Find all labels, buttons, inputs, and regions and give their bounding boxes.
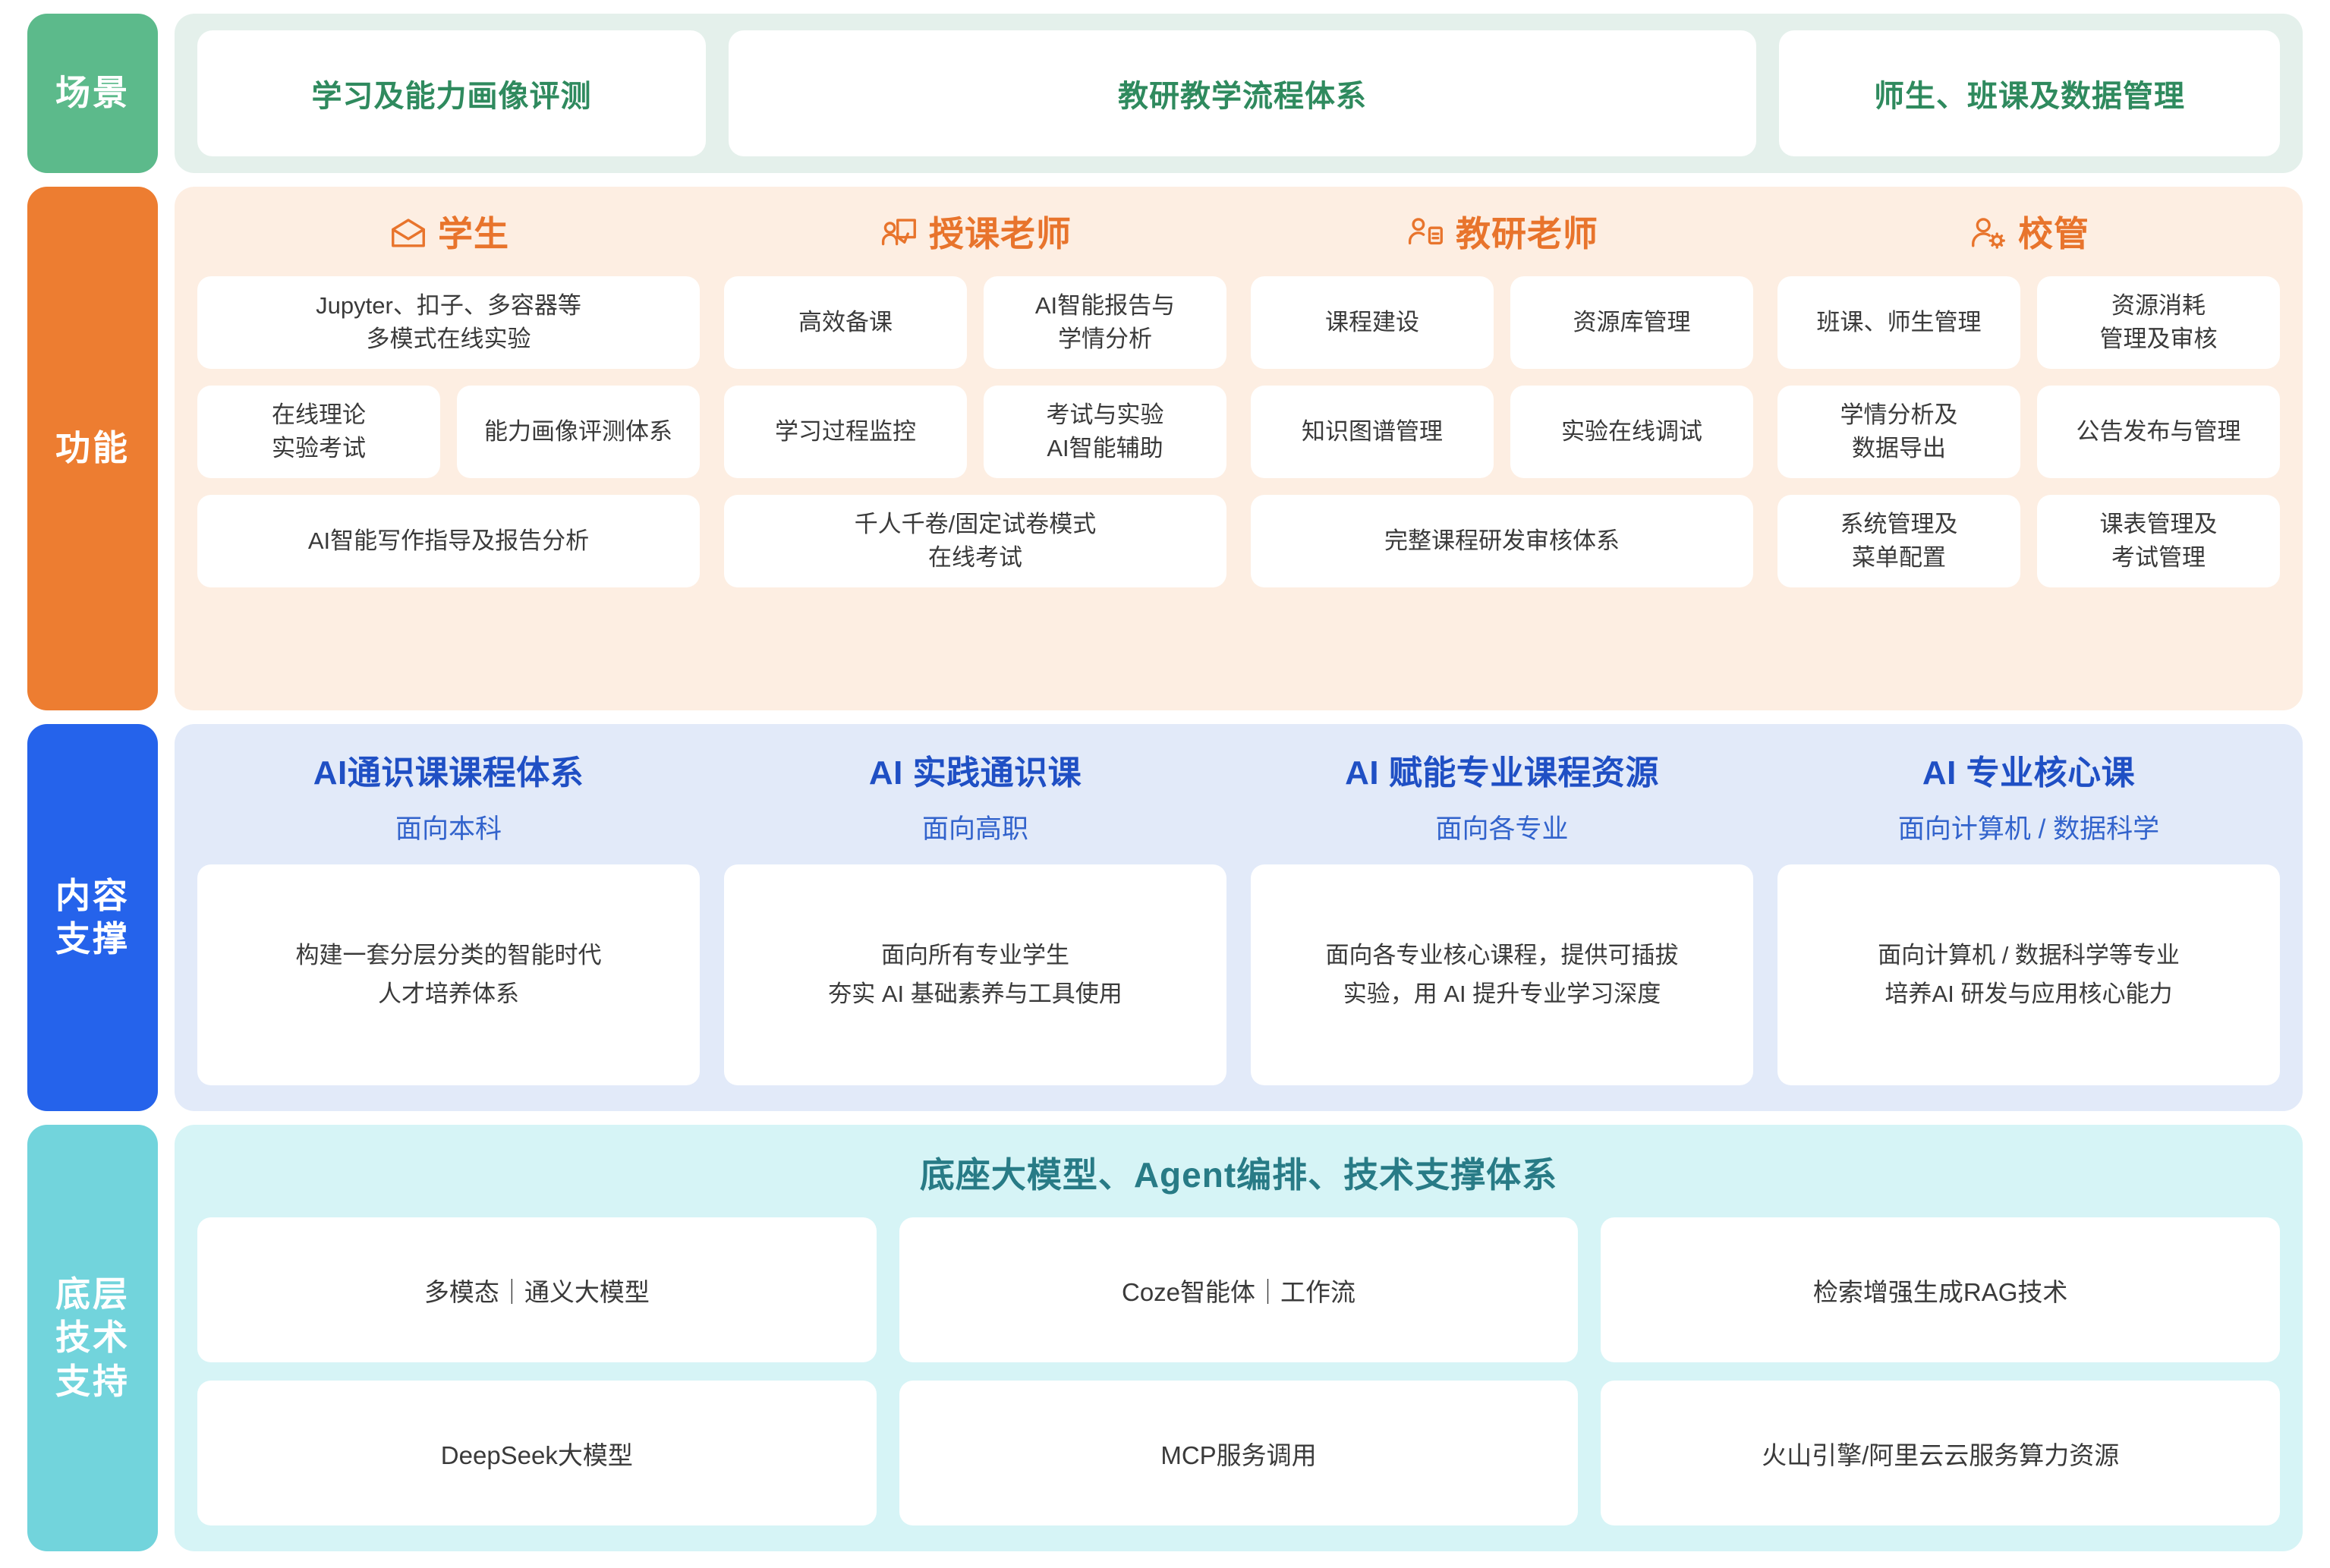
function-card-line: 班课、师生管理 资源消耗管理及审核 bbox=[1777, 276, 2280, 369]
function-card[interactable]: 千人千卷/固定试卷模式在线考试 bbox=[724, 495, 1226, 587]
function-column-header: 授课老师 bbox=[724, 206, 1226, 261]
content-column-card[interactable]: 构建一套分层分类的智能时代人才培养体系 bbox=[197, 864, 700, 1085]
content-column-subtitle: 面向计算机 / 数据科学 bbox=[1897, 814, 2160, 844]
function-card[interactable]: 实验在线调试 bbox=[1510, 386, 1753, 478]
content-column-title: AI 专业核心课 bbox=[1922, 754, 2136, 792]
content-column-card[interactable]: 面向各专业核心课程，提供可插拔实验，用 AI 提升专业学习深度 bbox=[1251, 864, 1753, 1085]
tech-card-grid: 多模态｜通义大模型 Coze智能体｜工作流 检索增强生成RAG技术 DeepSe… bbox=[197, 1217, 2281, 1525]
content-support-panel: AI通识课课程体系 面向本科 构建一套分层分类的智能时代人才培养体系 AI 实践… bbox=[175, 724, 2303, 1111]
function-column-header: 教研老师 bbox=[1251, 206, 1753, 261]
function-column-researcher: 教研老师 课程建设 资源库管理 知识图谱管理 实验在线调试 完整课程研发审核体系 bbox=[1251, 206, 1753, 688]
graduation-cap-icon bbox=[392, 219, 425, 247]
content-column-card[interactable]: 面向计算机 / 数据科学等专业培养AI 研发与应用核心能力 bbox=[1777, 864, 2280, 1085]
tech-card[interactable]: 多模态｜通义大模型 bbox=[197, 1217, 877, 1362]
function-card[interactable]: AI智能写作指导及报告分析 bbox=[197, 495, 700, 587]
content-support-column: AI通识课课程体系 面向本科 构建一套分层分类的智能时代人才培养体系 bbox=[197, 745, 700, 1085]
function-card-grid: 班课、师生管理 资源消耗管理及审核 学情分析及数据导出 公告发布与管理 系统管理… bbox=[1777, 276, 2280, 688]
function-card[interactable]: Jupyter、扣子、多容器等多模式在线实验 bbox=[197, 276, 700, 369]
tech-support-title: 底座大模型、Agent编排、技术支撑体系 bbox=[919, 1155, 1558, 1195]
scene-row-label: 场景 bbox=[27, 14, 158, 173]
function-card-line: 千人千卷/固定试卷模式在线考试 bbox=[724, 495, 1226, 587]
function-card-line: 知识图谱管理 实验在线调试 bbox=[1251, 386, 1753, 478]
function-card[interactable]: 学习过程监控 bbox=[724, 386, 967, 478]
person-gear-icon bbox=[1972, 218, 2005, 249]
content-column-subtitle: 面向各专业 bbox=[1435, 814, 1569, 844]
tech-card[interactable]: MCP服务调用 bbox=[899, 1381, 1579, 1525]
function-card-line: 课程建设 资源库管理 bbox=[1251, 276, 1753, 369]
function-card[interactable]: 知识图谱管理 bbox=[1251, 386, 1494, 478]
tech-support-panel: 底座大模型、Agent编排、技术支撑体系 多模态｜通义大模型 Coze智能体｜工… bbox=[175, 1125, 2303, 1551]
function-card[interactable]: 资源库管理 bbox=[1510, 276, 1753, 369]
function-card-line: 系统管理及菜单配置 课表管理及考试管理 bbox=[1777, 495, 2280, 587]
function-column-student: 学生 Jupyter、扣子、多容器等多模式在线实验 在线理论实验考试 能力画像评… bbox=[197, 206, 700, 688]
content-support-row: 内容支撑 AI通识课课程体系 面向本科 构建一套分层分类的智能时代人才培养体系 … bbox=[27, 724, 2303, 1111]
function-card-grid: Jupyter、扣子、多容器等多模式在线实验 在线理论实验考试 能力画像评测体系… bbox=[197, 276, 700, 688]
content-support-column: AI 专业核心课 面向计算机 / 数据科学 面向计算机 / 数据科学等专业培养A… bbox=[1777, 745, 2280, 1085]
tech-card[interactable]: 检索增强生成RAG技术 bbox=[1601, 1217, 2281, 1362]
function-panel: 学生 Jupyter、扣子、多容器等多模式在线实验 在线理论实验考试 能力画像评… bbox=[175, 187, 2303, 710]
function-card[interactable]: 课表管理及考试管理 bbox=[2037, 495, 2280, 587]
content-support-column: AI 赋能专业课程资源 面向各专业 面向各专业核心课程，提供可插拔实验，用 AI… bbox=[1251, 745, 1753, 1085]
person-document-icon bbox=[1408, 218, 1443, 245]
function-card-line: Jupyter、扣子、多容器等多模式在线实验 bbox=[197, 276, 700, 369]
content-column-title: AI通识课课程体系 bbox=[313, 754, 584, 792]
function-card[interactable]: 公告发布与管理 bbox=[2037, 386, 2280, 478]
content-column-subtitle: 面向本科 bbox=[395, 814, 502, 844]
content-column-title: AI 赋能专业课程资源 bbox=[1345, 754, 1659, 792]
function-column-admin: 校管 班课、师生管理 资源消耗管理及审核 学情分析及数据导出 公告发布与管理 系… bbox=[1777, 206, 2280, 688]
function-row-label: 功能 bbox=[27, 187, 158, 710]
content-column-subtitle: 面向高职 bbox=[921, 814, 1028, 844]
function-card[interactable]: 高效备课 bbox=[724, 276, 967, 369]
tech-support-row-label: 底层技术支持 bbox=[27, 1125, 158, 1551]
content-support-row-label: 内容支撑 bbox=[27, 724, 158, 1111]
function-card[interactable]: 资源消耗管理及审核 bbox=[2037, 276, 2280, 369]
scene-row: 场景 学习及能力画像评测 教研教学流程体系 师生、班课及数据管理 bbox=[27, 14, 2303, 173]
tech-card-line: DeepSeek大模型 MCP服务调用 火山引擎/阿里云云服务算力资源 bbox=[197, 1381, 2281, 1525]
tech-card[interactable]: Coze智能体｜工作流 bbox=[899, 1217, 1579, 1362]
function-card[interactable]: AI智能报告与学情分析 bbox=[984, 276, 1226, 369]
scene-panel: 学习及能力画像评测 教研教学流程体系 师生、班课及数据管理 bbox=[175, 14, 2303, 173]
function-card[interactable]: 系统管理及菜单配置 bbox=[1777, 495, 2020, 587]
function-card-grid: 课程建设 资源库管理 知识图谱管理 实验在线调试 完整课程研发审核体系 bbox=[1251, 276, 1753, 688]
function-card-line: 高效备课 AI智能报告与学情分析 bbox=[724, 276, 1226, 369]
function-card[interactable]: 学情分析及数据导出 bbox=[1777, 386, 2020, 478]
function-column-title: 学生 bbox=[438, 214, 509, 253]
content-support-column: AI 实践通识课 面向高职 面向所有专业学生夯实 AI 基础素养与工具使用 bbox=[724, 745, 1226, 1085]
tech-card[interactable]: DeepSeek大模型 bbox=[197, 1381, 877, 1525]
function-column-header: 校管 bbox=[1777, 206, 2280, 261]
tech-support-row: 底层技术支持 底座大模型、Agent编排、技术支撑体系 多模态｜通义大模型 Co… bbox=[27, 1125, 2303, 1551]
tech-card-line: 多模态｜通义大模型 Coze智能体｜工作流 检索增强生成RAG技术 bbox=[197, 1217, 2281, 1362]
scene-card[interactable]: 学习及能力画像评测 bbox=[197, 30, 706, 156]
tech-card[interactable]: 火山引擎/阿里云云服务算力资源 bbox=[1601, 1381, 2281, 1525]
function-card[interactable]: 在线理论实验考试 bbox=[197, 386, 440, 478]
function-card-line: 学情分析及数据导出 公告发布与管理 bbox=[1777, 386, 2280, 478]
presenter-board-icon bbox=[881, 219, 916, 246]
function-card[interactable]: 班课、师生管理 bbox=[1777, 276, 2020, 369]
content-column-card[interactable]: 面向所有专业学生夯实 AI 基础素养与工具使用 bbox=[724, 864, 1226, 1085]
function-card[interactable]: 能力画像评测体系 bbox=[457, 386, 700, 478]
function-card[interactable]: 课程建设 bbox=[1251, 276, 1494, 369]
content-column-title: AI 实践通识课 bbox=[868, 754, 1082, 792]
function-row: 功能 学生 Jupyter、扣子、多容器等多模式在线实验 bbox=[27, 187, 2303, 710]
function-column-title: 校管 bbox=[2018, 214, 2089, 253]
scene-card[interactable]: 教研教学流程体系 bbox=[729, 30, 1756, 156]
function-column-title: 教研老师 bbox=[1456, 214, 1598, 253]
function-column-header: 学生 bbox=[197, 206, 700, 261]
function-card-line: 在线理论实验考试 能力画像评测体系 bbox=[197, 386, 700, 478]
function-column-title: 授课老师 bbox=[929, 214, 1072, 253]
scene-card[interactable]: 师生、班课及数据管理 bbox=[1779, 30, 2280, 156]
function-card-line: AI智能写作指导及报告分析 bbox=[197, 495, 700, 587]
function-card[interactable]: 完整课程研发审核体系 bbox=[1251, 495, 1753, 587]
function-card-line: 完整课程研发审核体系 bbox=[1251, 495, 1753, 587]
